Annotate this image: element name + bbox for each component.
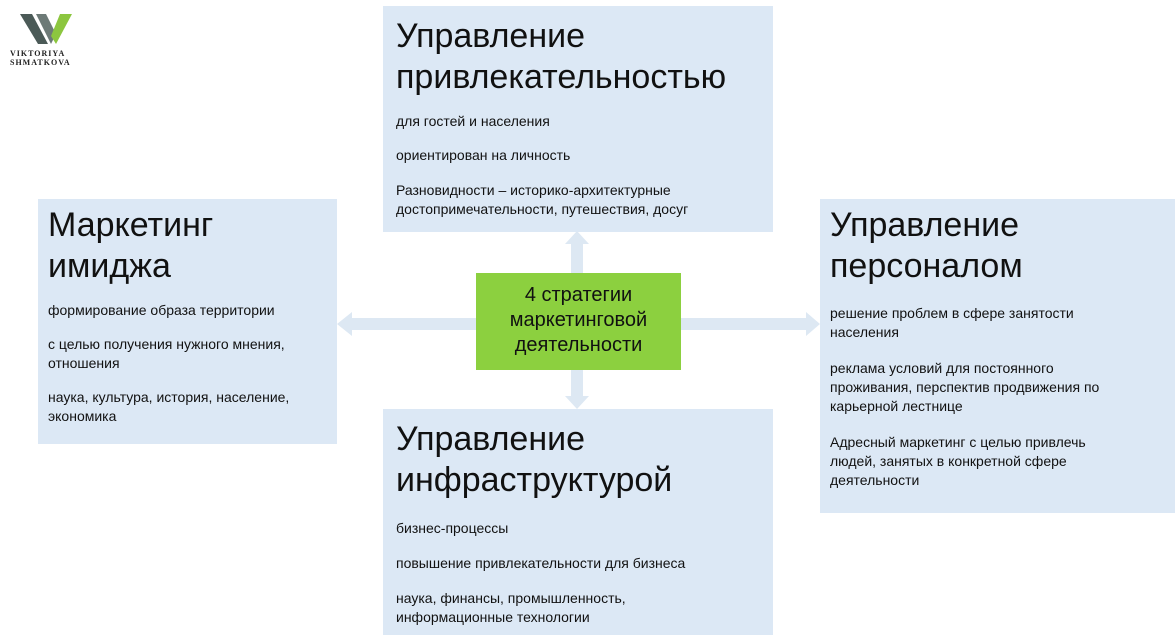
arrow-down <box>565 370 589 409</box>
title-line-1: Управление <box>830 206 1020 244</box>
logo-line-2: SHMATKOVA <box>10 58 71 67</box>
logo: VIKTORIYA SHMATKOVA <box>10 12 84 67</box>
item-1: решение проблем в сфере занятости населе… <box>830 305 1074 340</box>
item-3: Разновидности – историко-архитектурные д… <box>396 182 689 217</box>
item-2: реклама условий для постоянного проживан… <box>830 360 1100 414</box>
item-1: формирование образа территории <box>48 302 275 318</box>
center-line-2: маркетинговой <box>509 309 648 331</box>
item-2: ориентирован на личность <box>396 147 571 163</box>
arrow-left <box>337 312 476 336</box>
box-infrastructure-management: Управление инфраструктурой бизнес-процес… <box>383 409 773 635</box>
box-attractiveness-management: Управление привлекательностью для гостей… <box>383 6 773 232</box>
box-title: Управление инфраструктурой <box>396 419 773 501</box>
box-title: Управление привлекательностью <box>396 16 773 98</box>
box-title: Маркетинг имиджа <box>48 205 337 287</box>
arrow-right <box>681 312 820 336</box>
title-line-1: Маркетинг <box>48 206 214 244</box>
logo-line-1: VIKTORIYA <box>10 49 66 58</box>
item-2: с целью получения нужного мнения, отноше… <box>48 336 285 371</box>
arrow-up <box>565 231 589 273</box>
title-line-2: привлекательностью <box>396 58 727 96</box>
logo-text: VIKTORIYA SHMATKOVA <box>10 49 84 67</box>
item-3: наука, финансы, промышленность, информац… <box>396 590 626 625</box>
title-line-2: имиджа <box>48 247 171 285</box>
title-line-2: персоналом <box>830 247 1023 285</box>
center-strategies-box: 4 стратегии маркетинговой деятельности <box>476 273 681 370</box>
item-1: для гостей и населения <box>396 113 550 129</box>
box-personnel-management: Управление персоналом решение проблем в … <box>820 199 1175 513</box>
box-title: Управление персоналом <box>830 205 1175 287</box>
item-2: повышение привлекательности для бизнеса <box>396 555 686 571</box>
title-line-1: Управление <box>396 420 586 458</box>
center-line-3: деятельности <box>514 334 643 356</box>
center-line-1: 4 стратегии <box>524 284 633 306</box>
v-mark-icon <box>20 14 72 44</box>
item-3: Адресный маркетинг с целью привлечь люде… <box>830 434 1086 488</box>
item-1: бизнес-процессы <box>396 520 509 536</box>
title-line-2: инфраструктурой <box>396 461 673 499</box>
item-3: наука, культура, история, население, эко… <box>48 389 290 424</box>
box-image-marketing: Маркетинг имиджа формирование образа тер… <box>38 199 337 444</box>
title-line-1: Управление <box>396 17 586 55</box>
